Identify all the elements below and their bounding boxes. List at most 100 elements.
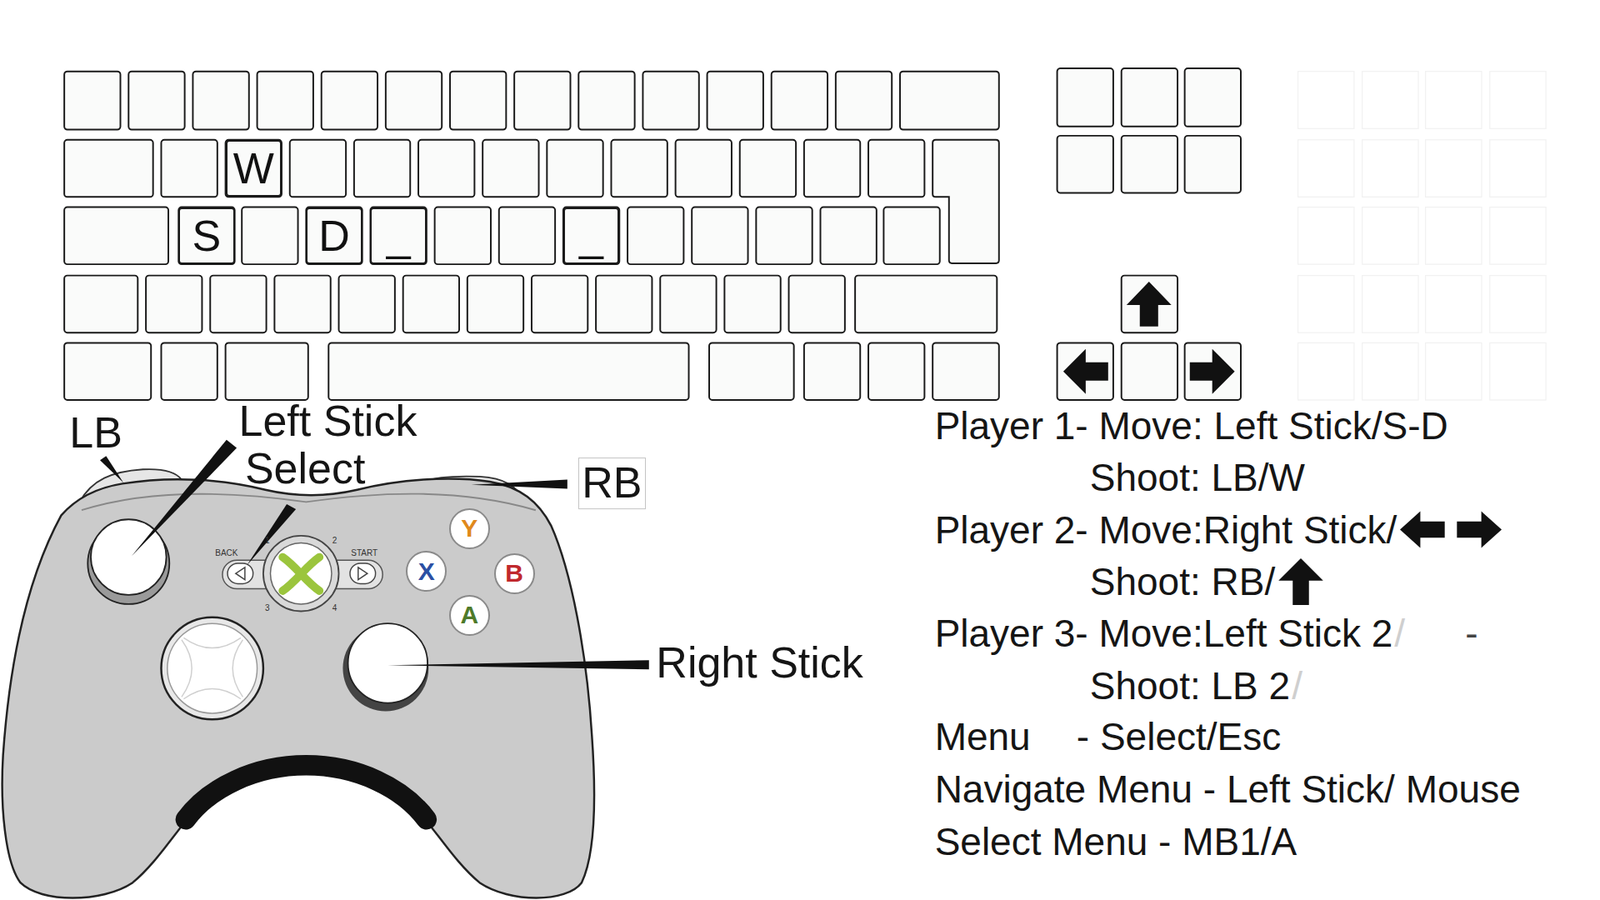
face-button: B	[494, 553, 535, 595]
keyboard-keys-part	[563, 207, 620, 265]
leader-lines-part	[471, 480, 568, 490]
control-note: Shoot: RB/	[1090, 560, 1275, 605]
controller-part	[185, 765, 427, 820]
navigation-keys	[1057, 68, 1241, 400]
arrow-keys-icon	[1400, 509, 1502, 550]
leader-lines-part	[100, 455, 124, 483]
controller-part	[350, 563, 376, 584]
keyboard-keys-part	[804, 342, 860, 400]
keyboard-keys-part	[691, 207, 748, 265]
keyboard-keys-part	[370, 207, 426, 265]
navigation-keys-part	[1121, 342, 1178, 400]
control-note: Navigate Menu - Left Stick/ Mouse	[935, 766, 1521, 811]
keyboard-keys-part	[305, 207, 362, 265]
control-note: Menu	[935, 715, 1031, 760]
keyboard-keys-part	[789, 275, 845, 334]
player-number: 2	[332, 535, 338, 546]
keyboard-keys-part	[321, 71, 378, 130]
button-label: Select	[245, 444, 366, 495]
button-caption: START	[350, 548, 378, 559]
numpad-faint-part	[1362, 275, 1419, 334]
button-letter: X	[418, 559, 435, 585]
keyboard-keys-part	[467, 275, 524, 334]
keyboard-keys-part	[595, 275, 652, 334]
keyboard-keys-part	[257, 71, 314, 130]
keyboard-keys-part	[64, 275, 138, 334]
keyboard-keys-part	[385, 71, 442, 130]
controller-part	[167, 623, 258, 714]
keyboard-keys-part	[354, 140, 410, 198]
numpad-faint-part	[1425, 71, 1482, 130]
numpad-faint-part	[1490, 275, 1546, 334]
up-arrow-icon	[1278, 558, 1324, 605]
numpad-faint-part	[1298, 275, 1355, 334]
numpad-faint-part	[1425, 140, 1482, 198]
keyboard-keys-part	[435, 207, 491, 265]
keyboard-keys-part	[627, 207, 684, 265]
numpad-faint-part	[1362, 71, 1419, 130]
navigation-keys-part	[1185, 135, 1241, 194]
numpad-faint-part	[1425, 207, 1482, 265]
keyboard-keys-part	[160, 140, 217, 198]
keyboard-keys-part	[932, 342, 1000, 400]
keyboard-keys-part	[932, 140, 1000, 264]
control-note: Player 1- Move: Left Stick/S-D	[935, 403, 1449, 448]
numpad-faint-part	[1425, 342, 1482, 400]
controller	[2, 469, 595, 899]
key-letter: D	[318, 214, 350, 258]
numpad-faint-part	[1490, 140, 1546, 198]
face-button: X	[405, 550, 447, 592]
keyboard-keys-part	[328, 342, 689, 400]
keyboard-keys-part	[610, 140, 667, 198]
key-letter: S	[192, 214, 222, 258]
keyboard-keys-part	[835, 71, 892, 130]
faint-slash: /	[1291, 663, 1303, 708]
bumper-label: RB	[578, 458, 645, 510]
numpad-faint-part	[1362, 207, 1419, 265]
navigation-keys-part	[1121, 68, 1178, 127]
keyboard-keys-part	[820, 207, 876, 265]
control-note: Shoot: LB 2	[1090, 663, 1290, 708]
controller-part	[181, 637, 243, 699]
keyboard-keys-part	[724, 275, 780, 334]
arrow-keys-icon-part	[1457, 511, 1503, 549]
numpad-faint-part	[1362, 342, 1419, 400]
player-number: 4	[332, 603, 338, 614]
keyboard-keys-part	[900, 71, 1000, 130]
numpad-faint-part	[1490, 71, 1546, 130]
leader-lines-part	[246, 504, 296, 565]
controller-part	[227, 563, 254, 584]
keyboard-keys-part	[64, 71, 120, 130]
stick-label: Left Stick	[239, 396, 418, 447]
controller-part	[270, 542, 331, 604]
navigation-keys-part	[1121, 275, 1178, 334]
numpad-faint-part	[1298, 207, 1355, 265]
key-letter: _	[386, 214, 411, 258]
keyboard-keys-part	[707, 71, 764, 130]
keyboard-keys-part	[642, 71, 699, 130]
keyboard-keys-part	[855, 275, 997, 334]
keyboard-keys-part	[225, 342, 309, 400]
faint-slash: /	[1394, 611, 1405, 656]
key-letter: _	[579, 214, 604, 258]
leader-lines-part	[131, 440, 237, 557]
control-note: Select Menu - MB1/A	[935, 820, 1298, 865]
numpad-faint-part	[1490, 342, 1546, 400]
keyboard-keys-part	[740, 140, 796, 198]
keyboard-keys-part	[804, 140, 860, 198]
navigation-keys-part	[1063, 349, 1109, 395]
keyboard-keys-part	[660, 275, 716, 334]
control-note: Player 2- Move:Right Stick/	[935, 507, 1398, 552]
keyboard-key: D	[305, 207, 362, 265]
arrow-keys-icon-part	[1400, 511, 1445, 549]
numpad-faint-part	[1298, 342, 1355, 400]
keyboard-keys-part	[675, 140, 732, 198]
keyboard-keys-part	[241, 207, 298, 265]
stick-label: Right Stick	[655, 638, 864, 689]
leader-lines-part	[387, 660, 649, 670]
control-note: Shoot: LB/W	[1090, 455, 1305, 500]
bumper-label: LB	[69, 409, 123, 460]
keyboard-keys-part	[64, 140, 154, 198]
